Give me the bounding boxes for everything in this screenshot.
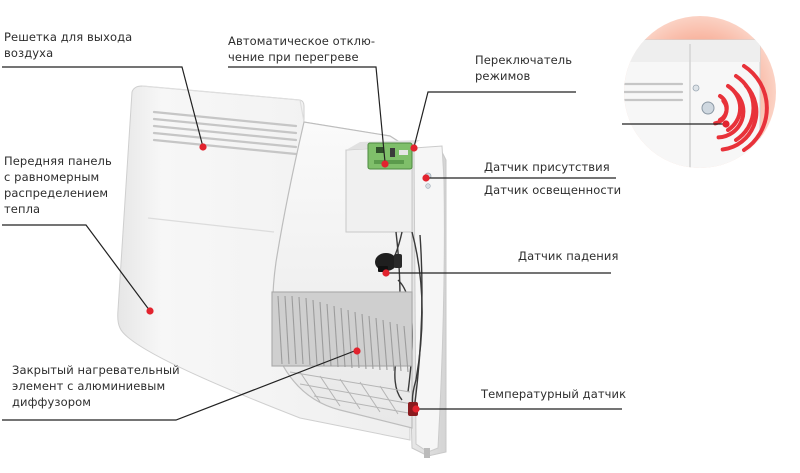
marker-air-grille (199, 143, 207, 151)
marker-front-panel (146, 307, 154, 315)
label-presence-sensor: Датчик присутствия (484, 160, 610, 174)
markers (146, 120, 730, 413)
label-air-grille: Решетка для выхода воздуха (4, 30, 133, 60)
label-heating-element: Закрытый нагревательный элемент с алюмин… (12, 363, 180, 409)
marker-temperature-sensor (412, 405, 420, 413)
label-mode-switch: Переключатель режимов (475, 53, 573, 83)
label-temperature-sensor: Температурный датчик (481, 387, 627, 401)
marker-mode-switch (410, 144, 418, 152)
marker-overheat-shutoff (381, 160, 389, 168)
marker-presence-sensor (422, 174, 430, 182)
marker-heating-element (353, 347, 361, 355)
leader-lines (2, 66, 726, 421)
label-front-panel: Передняя панель с равномерным распределе… (4, 154, 112, 216)
label-overheat-shutoff: Автоматическое отклю- чение при перегрев… (228, 34, 376, 64)
label-fall-sensor: Датчик падения (518, 249, 619, 263)
air-grille (152, 110, 298, 156)
sensor-detail-inset (624, 16, 776, 168)
control-strip (413, 145, 445, 453)
aluminium-diffuser (271, 291, 413, 373)
signal-waves (713, 64, 769, 152)
fall-sensor-device (375, 253, 402, 272)
heater-body (117, 85, 447, 458)
marker-fall-sensor (382, 269, 390, 277)
label-light-sensor: Датчик освещенности (484, 183, 622, 197)
marker-inset-sensor (722, 120, 730, 128)
bottom-rack (289, 371, 415, 415)
